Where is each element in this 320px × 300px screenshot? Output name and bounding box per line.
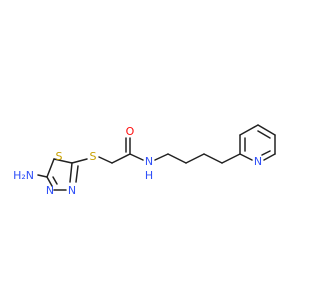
bond-pyr-c4-c5-double <box>257 130 271 139</box>
ring-nitrogen-left-label: N <box>46 184 54 197</box>
amide-nitrogen-label: N <box>145 155 153 168</box>
bond-n4-c5 <box>46 176 53 187</box>
bond-c2-s <box>71 158 88 164</box>
thioether-sulfur-label: S <box>90 150 97 163</box>
bond-c5-s1 <box>46 158 55 178</box>
bond-c2-n3 <box>69 162 73 183</box>
bond-ch2-c <box>111 153 131 164</box>
bond-c-n <box>129 153 144 161</box>
bond-pyr-n-c2 <box>239 153 253 161</box>
amide-hydrogen-label: H <box>145 169 153 182</box>
bond-nh2-c5 <box>37 174 48 178</box>
bond-c1-c2 <box>167 153 187 164</box>
bond-pyr-c3-c4 <box>239 124 259 136</box>
bond-c4-pyr <box>221 153 241 164</box>
pyridine-nitrogen-label: N <box>254 155 262 168</box>
bond-n-c1 <box>154 153 169 161</box>
bonds <box>37 124 276 191</box>
bond-s1-c2 <box>53 158 73 164</box>
bond-pyr-c6-n-double <box>261 150 271 156</box>
bond-pyr-c6-n <box>263 153 276 161</box>
bond-c2-n3-double <box>75 165 79 183</box>
bond-c2-c3 <box>185 153 205 164</box>
bond-s-ch2 <box>98 156 113 164</box>
bond-pyr-c4-c5 <box>257 124 276 136</box>
molecule-structure: H₂N S N N S O N H N <box>13 124 276 197</box>
bond-n4-c5-double <box>52 176 58 185</box>
ring-nitrogen-right-label: N <box>68 184 76 197</box>
atom-labels: H₂N S N N S O N H N <box>13 125 262 197</box>
carbonyl-oxygen-label: O <box>126 125 135 138</box>
amine-label: H₂N <box>13 169 34 182</box>
bond-c3-c4 <box>203 153 223 164</box>
ring-sulfur-label: S <box>56 150 63 163</box>
